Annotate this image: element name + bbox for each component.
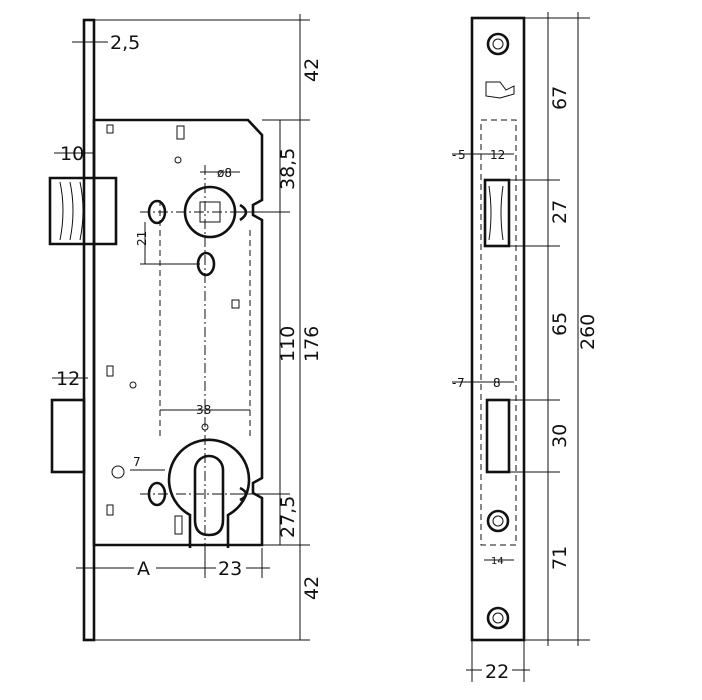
- faceplate-front: [470, 16, 526, 642]
- spindle-hub: [183, 185, 237, 239]
- dim-14: 14: [491, 556, 504, 567]
- screw-bottom-inner: [492, 612, 504, 624]
- dim-faceplate-thickness: 2,5: [110, 32, 140, 54]
- dim-38: 38: [196, 403, 211, 417]
- dim-7-front: 7: [457, 376, 465, 390]
- dim-bottom-offset: 42: [301, 576, 323, 600]
- faceplate-side: [82, 18, 96, 642]
- screw-middle: [486, 509, 510, 533]
- dim-backset-hole: 38,5: [277, 148, 299, 190]
- slot-6: [174, 515, 183, 535]
- small-hole-1: [174, 156, 182, 164]
- dim-5: 5: [458, 148, 466, 162]
- dim-7: 7: [133, 455, 141, 469]
- slot-2: [176, 125, 185, 140]
- dim-30: 30: [549, 424, 571, 448]
- dim-body-height: 176: [301, 326, 323, 362]
- logo-mark: [485, 81, 515, 99]
- latch-front-detail: [488, 185, 504, 241]
- dim-71: 71: [549, 546, 571, 570]
- slot-3: [231, 299, 240, 309]
- slot-4: [106, 365, 114, 377]
- dim-12: 12: [490, 148, 505, 162]
- dim-67: 67: [549, 86, 571, 110]
- dim-260: 260: [577, 314, 599, 350]
- bolt-latch-detail: [59, 181, 84, 241]
- slot-1: [106, 124, 114, 134]
- dim-22: 22: [485, 661, 509, 683]
- dim-8: 8: [493, 376, 501, 390]
- front-view: 67 27 65 260 30 71 - 5 12 - 7 8 14 22: [452, 12, 599, 683]
- screw-top-inner: [492, 38, 504, 50]
- small-hole-3: [111, 465, 125, 479]
- dim-top-offset: 42: [301, 58, 323, 82]
- screw-middle-inner: [492, 515, 504, 527]
- dim-small-21: 21: [135, 231, 149, 246]
- dim-latch-depth: 12: [56, 368, 80, 390]
- dim-center-distance: 110: [277, 326, 299, 362]
- dim-spindle-size: ø8: [217, 166, 232, 180]
- dim-5-minus: -: [452, 148, 456, 162]
- slot-5: [106, 504, 114, 516]
- screw-top: [486, 32, 510, 56]
- dim-65: 65: [549, 312, 571, 336]
- bolt-latch: [48, 176, 118, 246]
- internal-dashed-box: [159, 200, 251, 440]
- dead-bolt: [50, 398, 86, 474]
- lock-body-outline: [92, 118, 264, 547]
- oval-hole-mid: [196, 251, 216, 277]
- dim-cylinder: 27,5: [277, 496, 299, 538]
- dim-23: 23: [218, 558, 242, 580]
- latch-front: [483, 178, 511, 248]
- dim-backset: A: [137, 558, 150, 580]
- small-hole-2: [129, 381, 137, 389]
- side-view: 2,5 42 38,5 110 176 27,5 42 10 12 ø8 21 …: [48, 14, 323, 642]
- screw-bottom: [486, 606, 510, 630]
- dim-7-minus: -: [452, 376, 456, 390]
- dim-bolt-depth: 10: [60, 143, 84, 165]
- cylinder-profile: [193, 454, 225, 537]
- dim-27: 27: [549, 200, 571, 224]
- deadbolt-front: [485, 398, 511, 474]
